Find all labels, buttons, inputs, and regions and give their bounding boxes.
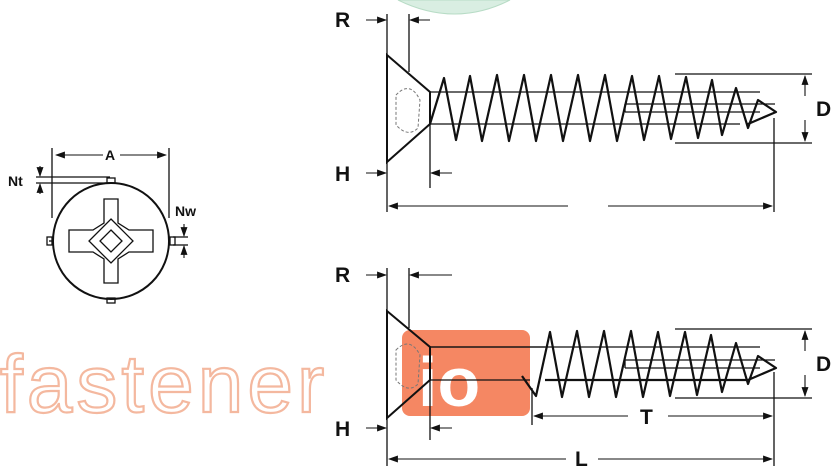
threads-top bbox=[428, 73, 778, 143]
label-nt: Nt bbox=[8, 173, 23, 189]
label-h-bottom: H bbox=[335, 418, 350, 441]
label-h-top: H bbox=[335, 163, 350, 186]
head-outline bbox=[52, 182, 170, 300]
label-t: T bbox=[640, 406, 653, 429]
watermark-text: fastener bbox=[0, 339, 328, 430]
label-nw: Nw bbox=[175, 203, 196, 219]
label-d-bottom: D bbox=[816, 353, 831, 376]
label-d-top: D bbox=[816, 98, 831, 121]
label-a: A bbox=[105, 147, 115, 163]
watermark-badge bbox=[402, 330, 530, 416]
label-l: L bbox=[575, 448, 588, 470]
screw-fully-threaded: R H D bbox=[335, 9, 831, 212]
phillips-recess-icon bbox=[68, 198, 154, 284]
head-view: A Nt Nw bbox=[8, 147, 196, 304]
label-r-bottom: R bbox=[335, 264, 350, 287]
screw-partially-threaded: R H T L D bbox=[335, 264, 831, 470]
threads-bottom bbox=[521, 329, 778, 399]
top-arc-decoration bbox=[397, 0, 511, 15]
label-r-top: R bbox=[335, 9, 350, 32]
